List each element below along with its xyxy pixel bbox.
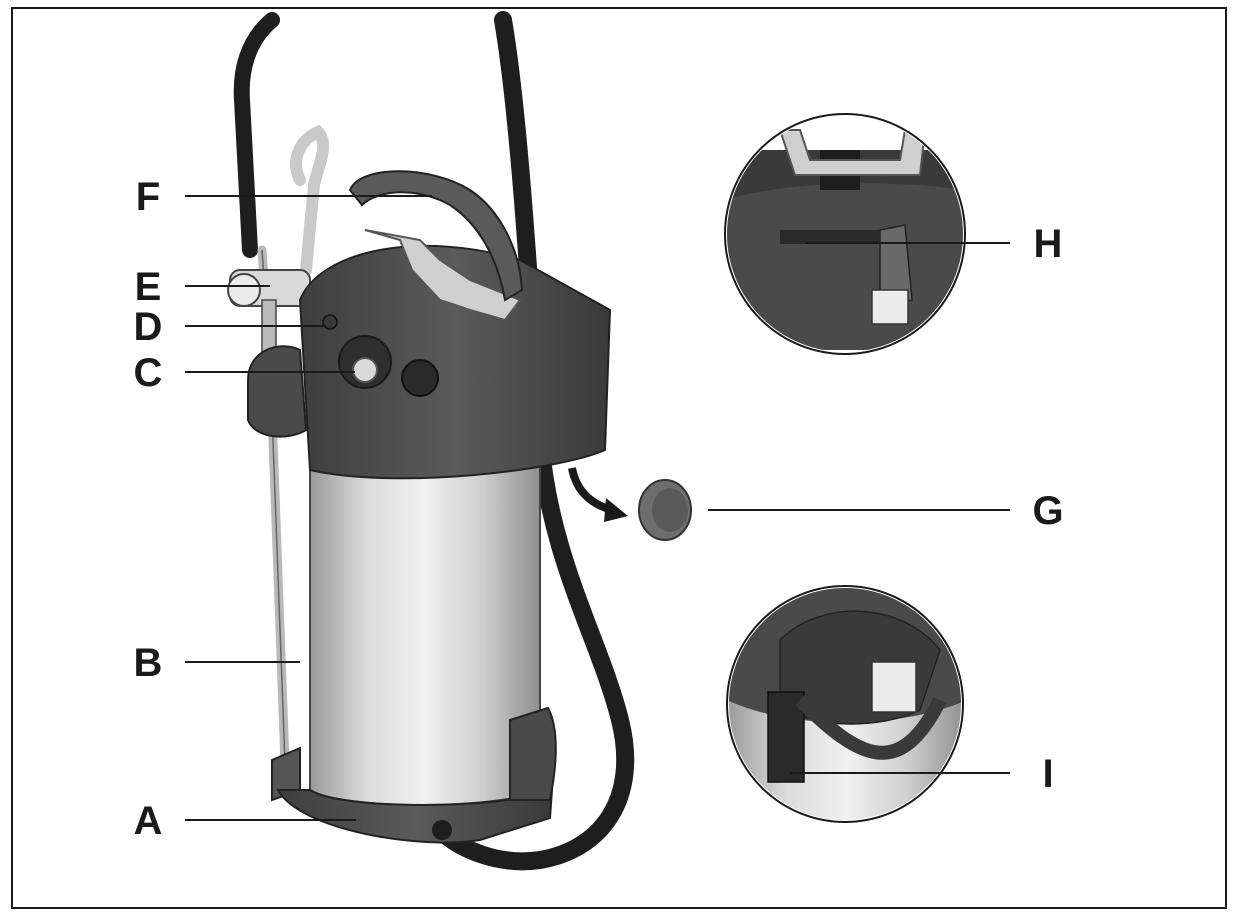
carry-handle: [348, 170, 524, 302]
label-a: A: [134, 799, 163, 843]
sprayer-illustration: [227, 11, 635, 871]
cap-illustration: [568, 467, 692, 541]
label-e: E: [135, 265, 162, 309]
detail-circle-h: [724, 113, 966, 355]
leader-lines: [185, 195, 1010, 821]
tank-body: [309, 439, 541, 806]
detail-circle-i: [726, 585, 964, 823]
label-i: I: [1042, 752, 1053, 796]
pressure-relief-valve: [322, 314, 338, 330]
lance-holder: [247, 345, 308, 438]
label-d: D: [134, 305, 163, 349]
base-stand: [271, 706, 557, 844]
shut-off-valve: [227, 269, 311, 361]
top-housing: [298, 244, 612, 480]
fill-opening: [352, 357, 378, 383]
label-c: C: [134, 351, 163, 395]
label-h: H: [1034, 222, 1063, 266]
label-g: G: [1032, 489, 1063, 533]
hose: [431, 11, 635, 871]
callout-labels: A B C D E F G H I: [134, 175, 1064, 843]
lance-hose: [233, 12, 280, 258]
lance-hook: [290, 124, 330, 276]
label-b: B: [134, 641, 163, 685]
label-f: F: [136, 175, 160, 219]
